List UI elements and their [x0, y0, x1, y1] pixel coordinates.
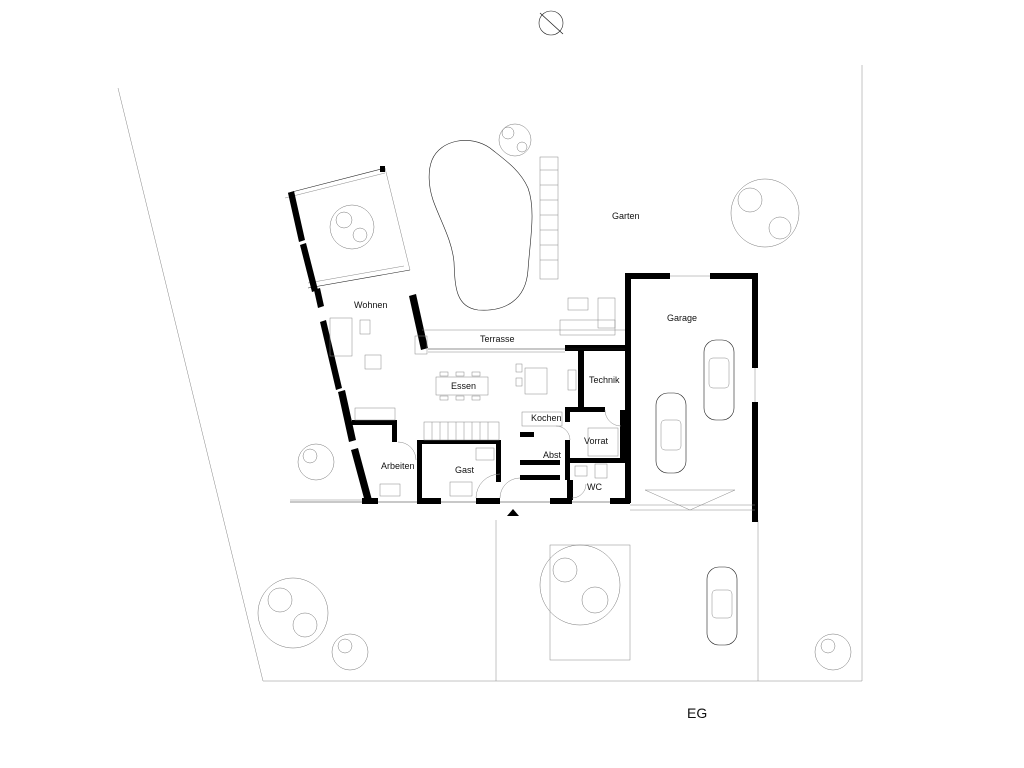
room-label-abst: Abst: [543, 450, 562, 460]
tree-right: [730, 178, 800, 248]
room-label-wohnen: Wohnen: [354, 300, 387, 310]
tree-left-bottom: [257, 577, 329, 649]
tree-left-small: [331, 633, 369, 671]
room-label-essen: Essen: [451, 381, 476, 391]
staircase: [423, 421, 500, 441]
courtyard-frame: [284, 166, 411, 289]
north-arrow-icon: [538, 10, 564, 36]
thin-walls: [290, 275, 756, 511]
pool: [428, 140, 533, 311]
room-label-technik: Technik: [589, 375, 620, 385]
driveway-planter: [549, 544, 631, 661]
tree-driveway: [539, 544, 621, 626]
room-label-vorrat: Vorrat: [584, 436, 609, 446]
house-walls: [288, 191, 758, 522]
site-boundary: [117, 65, 863, 682]
car-garage-1: [703, 339, 735, 421]
room-label-wc: WC: [587, 482, 602, 492]
furniture: [329, 317, 619, 497]
room-label-terrasse: Terrasse: [480, 334, 515, 344]
garden-steps: [539, 156, 559, 280]
room-label-garage: Garage: [667, 313, 697, 323]
tree-top-center: [498, 123, 532, 157]
entrance-triangle-icon: [507, 509, 519, 516]
room-label-gast: Gast: [455, 465, 475, 475]
tree-bottom-right: [814, 633, 852, 671]
room-label-arbeiten: Arbeiten: [381, 461, 415, 471]
car-driveway: [706, 566, 738, 646]
outdoor-sofa: [559, 297, 616, 336]
room-label-garten: Garten: [612, 211, 640, 221]
tree-left-mid: [297, 443, 335, 481]
floor-label: EG: [687, 705, 707, 721]
door-arcs: [397, 409, 622, 499]
room-label-kochen: Kochen: [531, 413, 562, 423]
car-garage-2: [655, 392, 687, 474]
tree-courtyard: [329, 204, 375, 250]
